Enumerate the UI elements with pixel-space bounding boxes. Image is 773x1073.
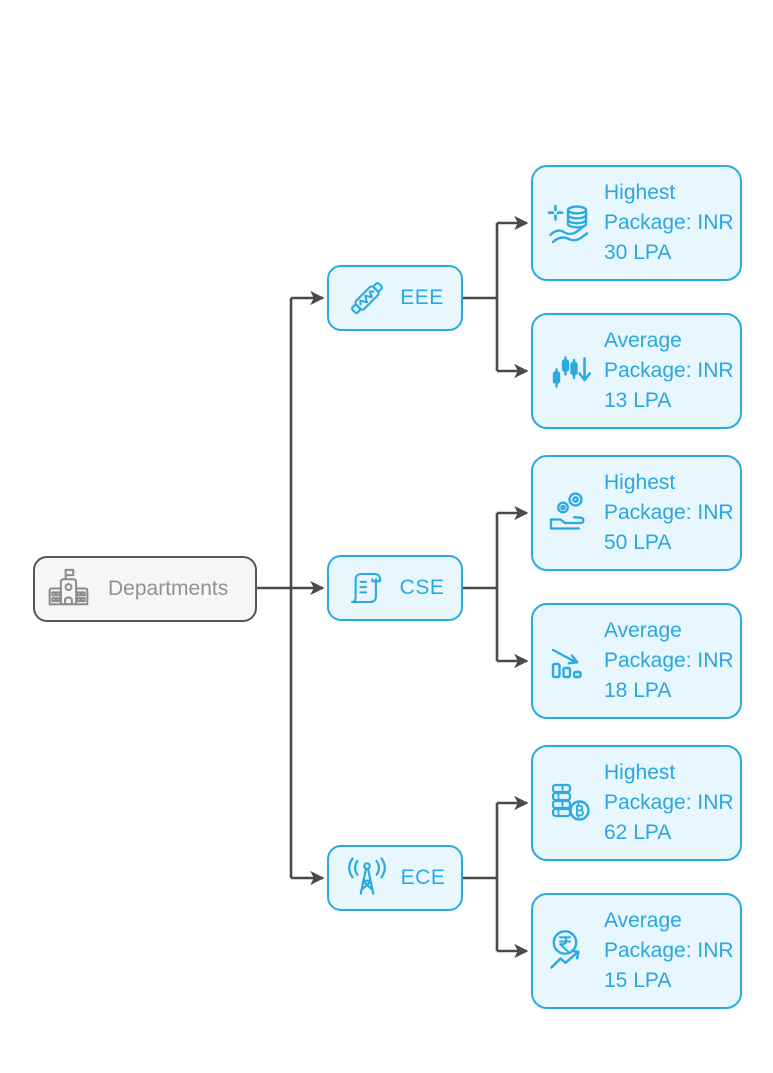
coin-stack-bitcoin-icon <box>551 783 590 821</box>
resistor-icon <box>351 281 384 315</box>
dept-node-ece: ECE <box>327 845 463 911</box>
rupee-trend-up-icon <box>550 930 580 969</box>
dept-node-eee: EEE <box>327 265 463 331</box>
leaf-label: Average Package: INR 18 LPA <box>604 619 734 702</box>
dept-label-ece: ECE <box>400 866 446 889</box>
leaf-label: Highest Package: INR 50 LPA <box>604 471 734 554</box>
dept-label-eee: EEE <box>400 286 444 309</box>
hand-coin-drop-icon <box>549 492 585 530</box>
leaf-eee-highest-package: Highest Package: INR 30 LPA <box>531 165 742 281</box>
leaf-ece-highest-package: Highest Package: INR 62 LPA <box>531 745 742 861</box>
leaf-eee-average-package: Average Package: INR 13 LPA <box>531 313 742 429</box>
root-node-departments: Departments <box>33 556 257 622</box>
root-label: Departments <box>108 577 229 600</box>
leaf-cse-average-package: Average Package: INR 18 LPA <box>531 603 742 719</box>
dept-label-cse: CSE <box>399 576 445 599</box>
declining-bars-icon <box>551 648 582 679</box>
leaf-label: Average Package: INR 15 LPA <box>604 909 734 992</box>
antenna-icon <box>347 857 386 895</box>
leaf-label: Highest Package: INR 62 LPA <box>604 761 734 844</box>
candlestick-down-icon <box>552 356 591 388</box>
dept-node-cse: CSE <box>327 555 463 621</box>
leaf-ece-average-package: Average Package: INR 15 LPA <box>531 893 742 1009</box>
leaf-label: Average Package: INR 13 LPA <box>604 329 734 412</box>
leaf-label: Highest Package: INR 30 LPA <box>604 181 734 264</box>
scroll-icon <box>350 572 381 604</box>
school-icon <box>48 568 89 606</box>
hand-coins-sparkle-icon <box>547 204 589 244</box>
leaf-cse-highest-package: Highest Package: INR 50 LPA <box>531 455 742 571</box>
